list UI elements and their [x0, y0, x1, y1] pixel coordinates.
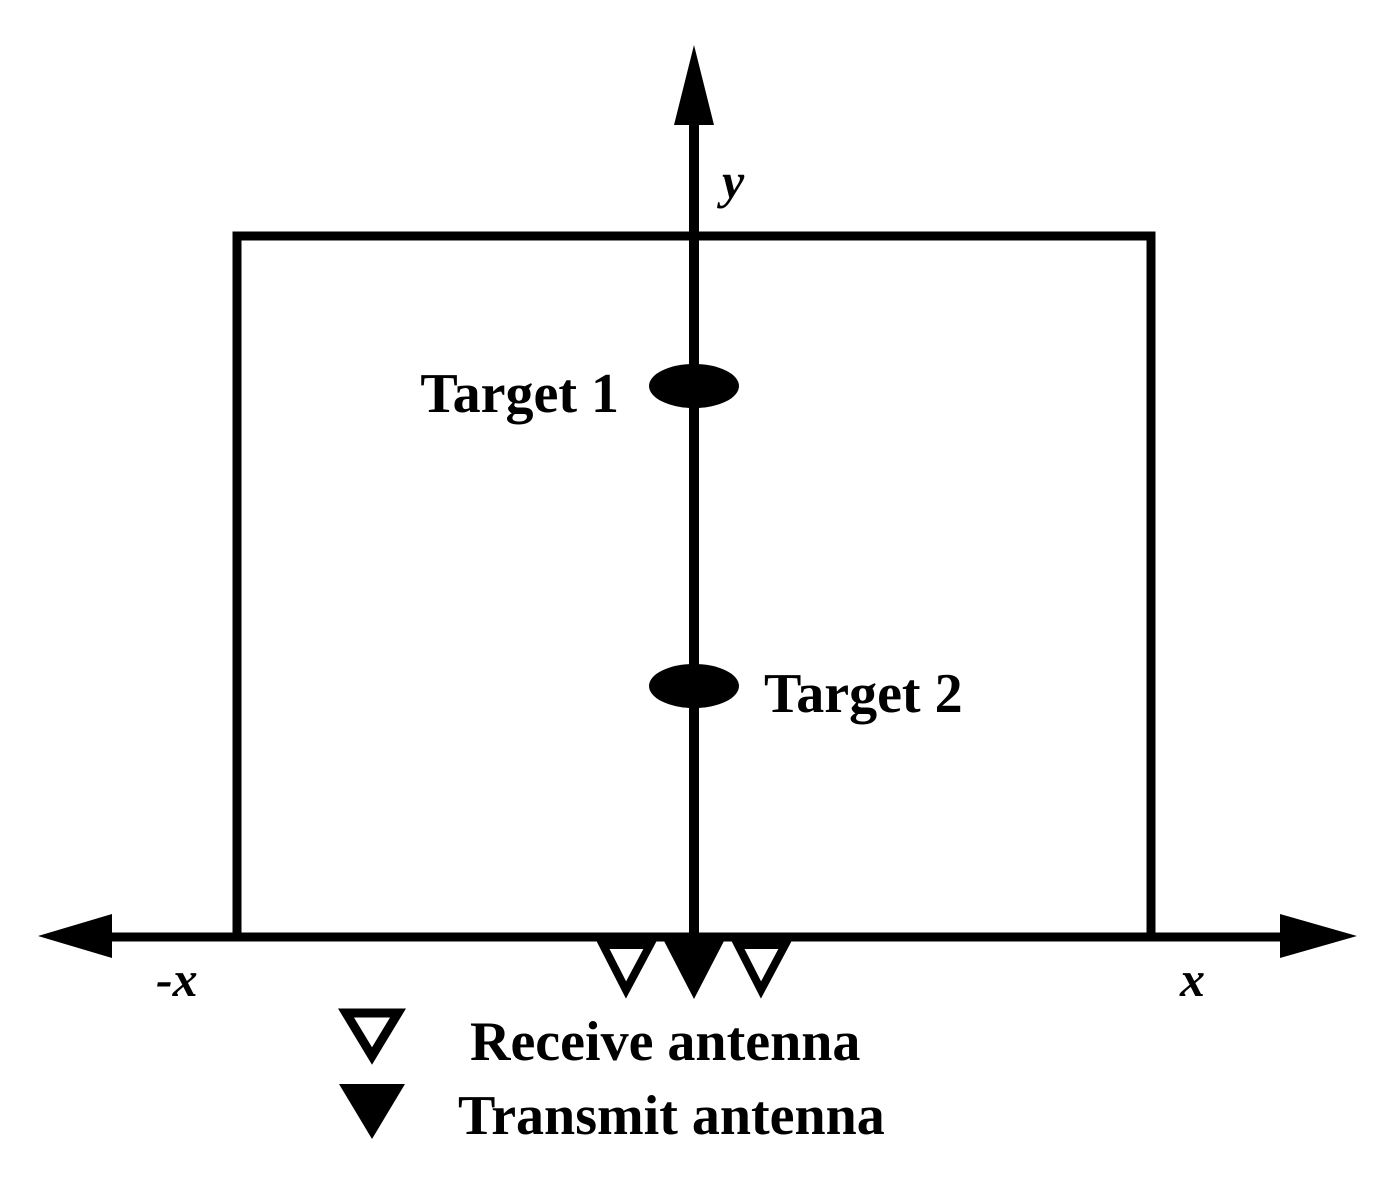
- receive-antenna-left: [596, 941, 657, 999]
- target-2-label: Target 2: [764, 663, 963, 725]
- neg-x-axis-label: -x: [156, 951, 198, 1007]
- y-axis-arrow: [674, 45, 714, 125]
- legend-receive-icon: [338, 1008, 406, 1065]
- legend-transmit-label: Transmit antenna: [458, 1085, 885, 1147]
- transmit-antenna: [664, 941, 724, 999]
- legend-transmit-icon: [339, 1084, 405, 1139]
- x-axis-left-arrow: [38, 914, 112, 958]
- receive-antenna-right: [731, 941, 792, 999]
- target-1-label: Target 1: [420, 363, 619, 425]
- legend-receive-label: Receive antenna: [470, 1011, 860, 1073]
- x-axis-right-arrow: [1280, 914, 1357, 958]
- x-axis-label: x: [1179, 951, 1205, 1007]
- y-axis-label: y: [717, 153, 745, 209]
- target-2-marker: [649, 664, 739, 708]
- target-1-marker: [649, 364, 739, 408]
